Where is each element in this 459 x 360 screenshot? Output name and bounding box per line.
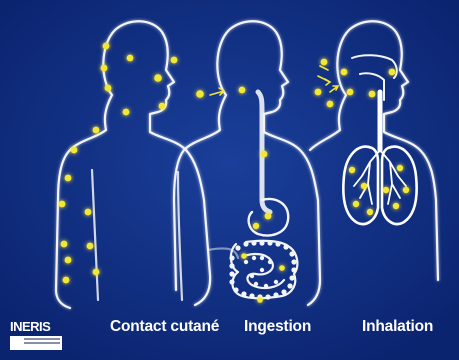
caption-inhalation: Inhalation bbox=[362, 318, 433, 336]
caption-ingestion: Ingestion bbox=[244, 318, 311, 336]
ineris-logo: INERIS bbox=[6, 316, 66, 354]
logo-tagline-block bbox=[10, 336, 62, 350]
caption-skin-contact: Contact cutané bbox=[110, 318, 219, 336]
logo-wordmark: INERIS bbox=[10, 319, 50, 334]
